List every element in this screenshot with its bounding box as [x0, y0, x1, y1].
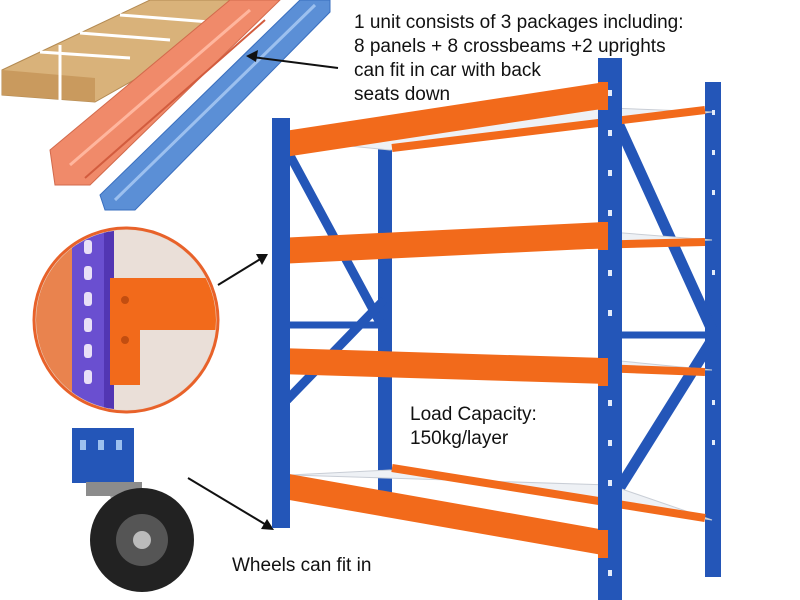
front-beam-1 — [278, 82, 608, 158]
pink-wrapped-panels — [49, 0, 281, 186]
front-beam-2 — [278, 222, 608, 264]
upright-closeup — [32, 226, 220, 414]
front-beam-3 — [278, 348, 608, 384]
front-upright-right — [598, 58, 622, 600]
arrow-to-packages — [251, 56, 339, 69]
front-upright-left — [272, 118, 290, 528]
caster-wheel — [72, 428, 194, 592]
wheels-caption: Wheels can fit in — [232, 555, 372, 576]
package-caption-line-3: can fit in car with back — [354, 60, 541, 81]
load-capacity-value: 150kg/layer — [410, 428, 509, 449]
package-caption-line-1: 1 unit consists of 3 packages including: — [354, 12, 684, 33]
arrow-to-wheel — [187, 477, 269, 527]
packages-photo — [1, 0, 331, 211]
pointer-arrows — [187, 50, 339, 530]
arrow-to-connector — [217, 257, 263, 286]
load-capacity-label: Load Capacity: — [410, 404, 537, 425]
front-beam-4 — [278, 472, 608, 556]
shelf-panel-4 — [289, 469, 713, 521]
shelving-rack — [272, 58, 721, 600]
beam-connector-closeup — [110, 278, 216, 385]
package-caption-line-4: seats down — [354, 84, 451, 105]
package-caption-line-2: 8 panels + 8 crossbeams +2 uprights — [354, 36, 666, 57]
